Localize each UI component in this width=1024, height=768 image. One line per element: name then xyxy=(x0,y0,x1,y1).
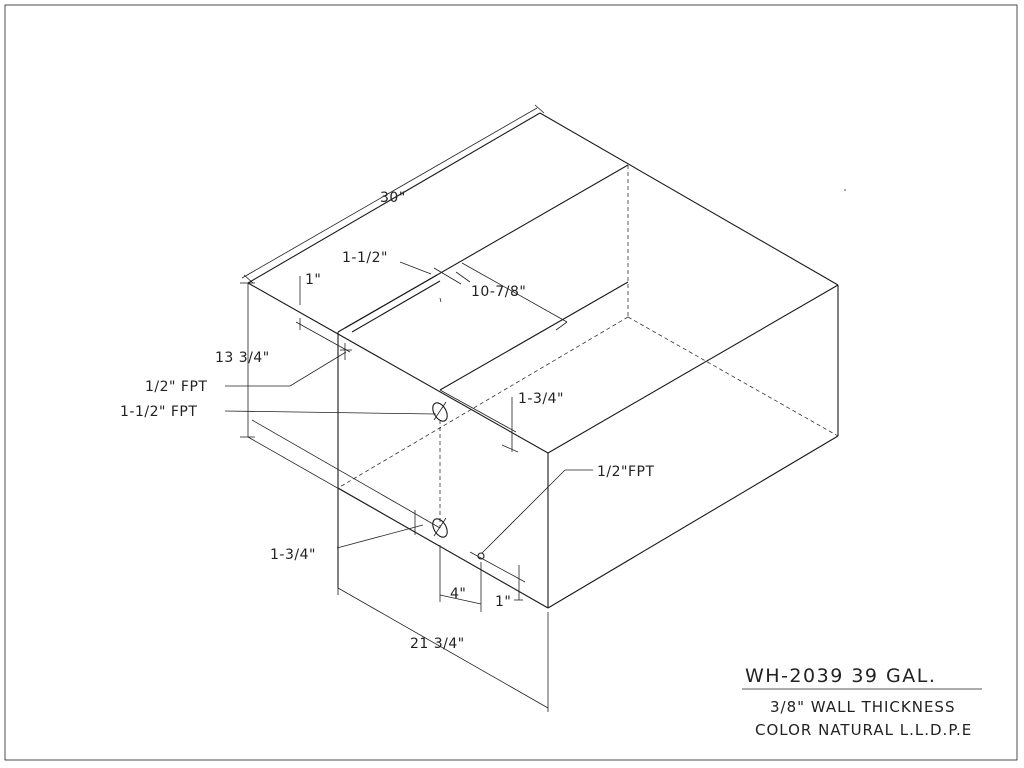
drawing-border xyxy=(4,4,1018,761)
dim-slot-length: 10-7/8" xyxy=(471,284,526,300)
top-slot xyxy=(344,274,442,333)
dim-height: 13 3/4" xyxy=(215,350,270,366)
fitting-main-one-half-inch xyxy=(432,401,448,422)
dim-slot-width: 1-1/2" xyxy=(342,250,388,266)
dim-side-offset-lower: 1-3/4" xyxy=(270,547,316,563)
wall-thickness: 3/8" WALL THICKNESS xyxy=(770,698,955,716)
model-title: WH-2039 39 GAL. xyxy=(745,665,936,687)
callout-main-fitting: 1-1/2" FPT xyxy=(120,404,197,420)
callout-upper-fitting: 1/2" FPT xyxy=(145,379,207,395)
title-block: WH-2039 39 GAL. 3/8" WALL THICKNESS COLO… xyxy=(742,665,982,739)
tank-outline xyxy=(247,112,839,609)
material-color: COLOR NATURAL L.L.D.P.E xyxy=(755,721,972,739)
hidden-edges xyxy=(337,165,839,528)
callout-lower-fitting: 1/2"FPT xyxy=(597,464,655,480)
dim-width: 21 3/4" xyxy=(410,636,465,652)
dim-bottom-spacing: 4" xyxy=(450,586,466,602)
dim-side-offset-upper: 1-3/4" xyxy=(518,391,564,407)
fitting-upper-half-inch xyxy=(340,343,352,360)
dim-bottom-offset: 1" xyxy=(495,594,511,610)
dim-top-offset: 1" xyxy=(305,272,321,288)
dim-length: 30" xyxy=(380,190,406,206)
fitting-lower-one-half-inch xyxy=(432,517,448,538)
leader-lines xyxy=(224,351,593,554)
